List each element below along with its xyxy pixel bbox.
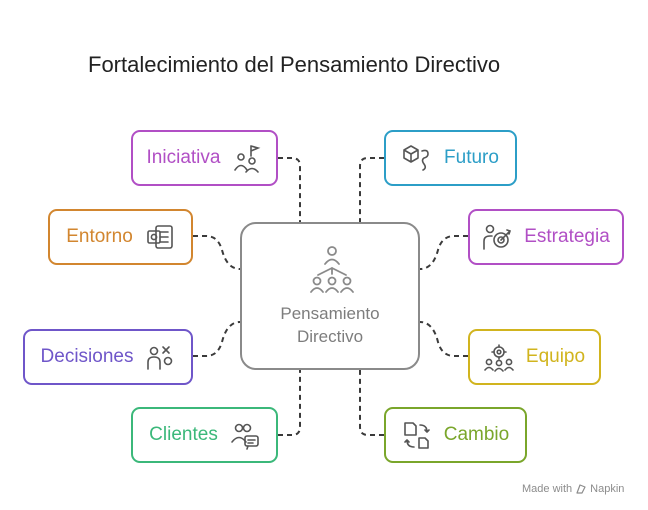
person-choice-icon bbox=[147, 346, 173, 370]
diagram-title: Fortalecimiento del Pensamiento Directiv… bbox=[88, 52, 501, 77]
node-label: Equipo bbox=[525, 346, 586, 367]
connector-futuro bbox=[359, 157, 384, 222]
branding-name: Napkin bbox=[590, 483, 625, 495]
node-equipo: Equipo bbox=[468, 329, 601, 385]
central-label-line2: Directivo bbox=[296, 327, 364, 346]
node-label: Iniciativa bbox=[146, 147, 221, 168]
person-target-icon bbox=[483, 224, 512, 250]
node-clientes: Clientes bbox=[131, 407, 278, 463]
node-estrategia: Estrategia bbox=[468, 209, 624, 265]
connector-equipo bbox=[419, 321, 468, 357]
node-decisiones: Decisiones bbox=[23, 329, 193, 385]
connector-clientes bbox=[278, 370, 301, 436]
node-futuro: Futuro bbox=[384, 130, 517, 186]
node-entorno: Entorno bbox=[48, 209, 193, 265]
connector-iniciativa bbox=[278, 157, 301, 222]
napkin-branding: Made with Napkin bbox=[522, 483, 624, 495]
node-label: Entorno bbox=[66, 226, 133, 247]
office-document-icon bbox=[146, 225, 173, 249]
node-label: Clientes bbox=[149, 424, 218, 445]
connector-decisiones bbox=[193, 321, 241, 357]
connector-entorno bbox=[193, 235, 241, 270]
customers-chat-icon bbox=[231, 423, 259, 450]
people-flag-icon bbox=[234, 145, 261, 173]
cube-path-icon bbox=[403, 145, 429, 171]
napkin-logo-icon bbox=[576, 484, 586, 494]
node-label: Estrategia bbox=[524, 226, 610, 247]
team-hierarchy-icon bbox=[310, 246, 354, 293]
node-cambio: Cambio bbox=[384, 407, 527, 463]
node-label: Futuro bbox=[444, 147, 499, 168]
team-gear-icon bbox=[484, 344, 514, 372]
central-label-line1: Pensamiento bbox=[280, 304, 380, 323]
document-cycle-icon bbox=[403, 422, 430, 449]
node-iniciativa: Iniciativa bbox=[131, 130, 278, 186]
connector-cambio bbox=[359, 370, 384, 436]
connector-estrategia bbox=[419, 235, 468, 270]
node-label: Cambio bbox=[443, 424, 510, 445]
central-node: Pensamiento Directivo bbox=[240, 222, 420, 370]
branding-prefix: Made with bbox=[522, 483, 573, 495]
node-label: Decisiones bbox=[40, 346, 134, 367]
